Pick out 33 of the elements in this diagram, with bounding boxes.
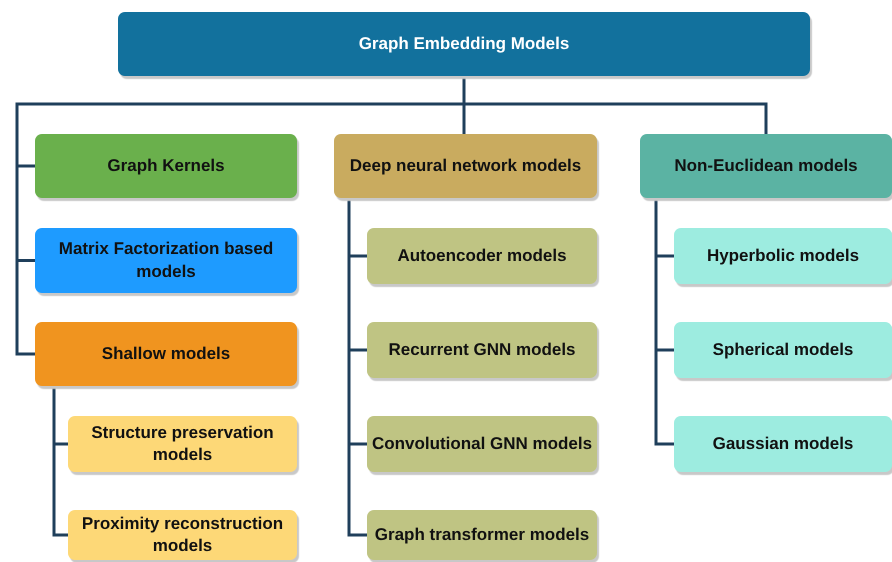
node-label: Shallow models (102, 342, 230, 365)
category-box (674, 322, 892, 378)
node-label: Gaussian models (712, 432, 854, 455)
category-box (68, 510, 297, 560)
category-box (674, 416, 892, 472)
category-box (367, 416, 597, 472)
category-box (367, 322, 597, 378)
category-box (334, 134, 597, 198)
category-box (35, 228, 297, 293)
node-label: Recurrent GNN models (388, 338, 576, 361)
category-box (367, 228, 597, 284)
connector-line (654, 198, 674, 446)
node-label: Structure preservation models (90, 422, 275, 466)
node-label: Matrix Factorization based models (58, 238, 274, 282)
connector-line (348, 198, 367, 536)
category-box (640, 134, 892, 198)
node-label: Autoencoder models (397, 244, 567, 267)
category-box (35, 322, 297, 386)
node-label: Convolutional GNN models (372, 432, 592, 455)
node-label: Spherical models (712, 338, 854, 361)
node-label: Graph Kernels (107, 154, 225, 177)
category-box (35, 134, 297, 198)
category-box (68, 416, 297, 472)
node-label: Hyperbolic models (706, 244, 860, 267)
node-label: Deep neural network models (350, 154, 582, 177)
node-label: Graph Embedding Models (358, 32, 570, 55)
category-box (367, 510, 597, 560)
node-label: Proximity reconstruction models (80, 512, 284, 557)
category-box (674, 228, 892, 284)
node-label: Non-Euclidean models (674, 154, 858, 177)
connector-line (462, 76, 768, 134)
root-box (118, 12, 810, 76)
node-label: Graph transformer models (374, 524, 590, 546)
